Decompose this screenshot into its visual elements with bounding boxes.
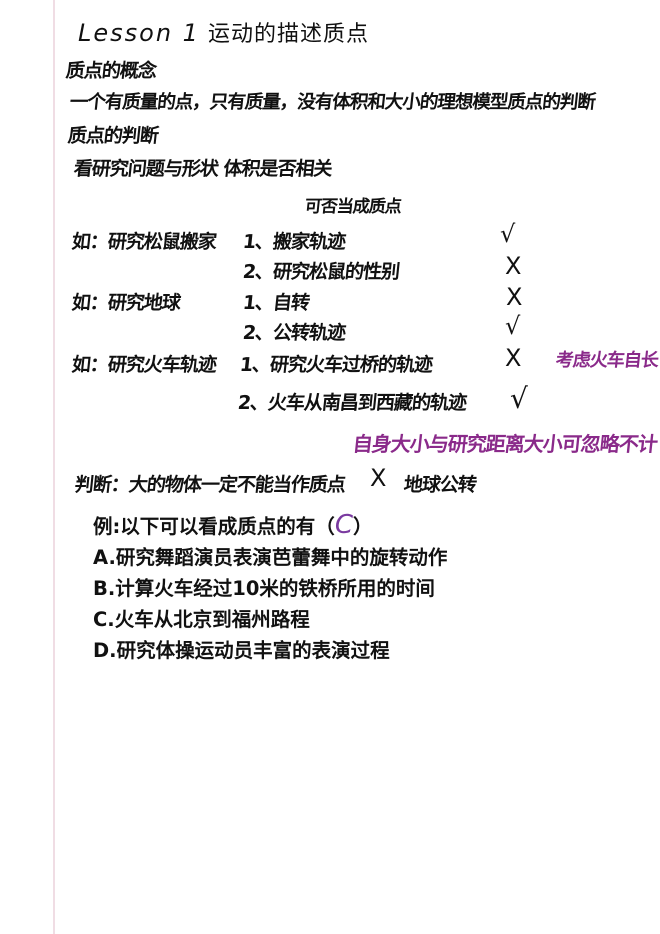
concept-heading: 质点的概念 bbox=[64, 60, 158, 82]
example-item: 2、公转轨迹 bbox=[241, 322, 347, 344]
prompt-close: ） bbox=[352, 515, 373, 538]
option-a: A.研究舞蹈演员表演芭蕾舞中的旋转动作 bbox=[93, 546, 448, 569]
annotation-train-length: 考虑火车自长 bbox=[554, 350, 659, 371]
judge-heading: 质点的判断 bbox=[66, 125, 160, 147]
lesson-number: Lesson 1 bbox=[78, 19, 200, 47]
option-c: C.火车从北京到福州路程 bbox=[93, 608, 310, 631]
check-mark: √ bbox=[510, 382, 528, 415]
example-item: 1、研究火车过桥的轨迹 bbox=[238, 354, 434, 376]
lesson-title: Lesson 1 运动的描述质点 bbox=[78, 16, 369, 48]
judgement-example: 地球公转 bbox=[402, 474, 478, 496]
check-mark: √ bbox=[500, 220, 516, 248]
cross-mark: X bbox=[506, 283, 523, 311]
annotation-size-negligible: 自身大小与研究距离大小可忽略不计 bbox=[351, 432, 659, 456]
question-prompt: 例:以下可以看成质点的有（C） bbox=[93, 510, 372, 540]
example-subject: 如：研究火车轨迹 bbox=[70, 354, 218, 376]
example-subject: 如：研究松鼠搬家 bbox=[70, 231, 218, 253]
cross-mark: X bbox=[505, 252, 522, 280]
judgement-text: 判断：大的物体一定不能当作质点 bbox=[73, 474, 347, 496]
option-b: B.计算火车经过10米的铁桥所用的时间 bbox=[93, 577, 435, 600]
judge-text: 看研究问题与形状 体积是否相关 bbox=[72, 158, 333, 180]
example-item: 1、自转 bbox=[241, 292, 311, 314]
example-item: 2、火车从南昌到西藏的轨迹 bbox=[236, 392, 468, 414]
page-margin-line bbox=[53, 0, 55, 934]
option-d: D.研究体操运动员丰富的表演过程 bbox=[93, 639, 390, 662]
cross-mark: X bbox=[505, 344, 522, 372]
handwritten-answer: C bbox=[334, 510, 353, 540]
prompt-text: 例:以下可以看成质点的有（ bbox=[93, 515, 335, 538]
lesson-topic: 运动的描述质点 bbox=[207, 22, 369, 47]
example-item: 1、搬家轨迹 bbox=[241, 231, 347, 253]
check-mark: √ bbox=[505, 312, 521, 340]
cross-mark: X bbox=[370, 464, 387, 492]
example-item: 2、研究松鼠的性别 bbox=[241, 261, 401, 283]
example-subject: 如：研究地球 bbox=[70, 292, 182, 314]
concept-text: 一个有质量的点，只有质量，没有体积和大小的理想模型质点的判断 bbox=[68, 92, 596, 113]
column-header: 可否当成质点 bbox=[303, 197, 402, 217]
